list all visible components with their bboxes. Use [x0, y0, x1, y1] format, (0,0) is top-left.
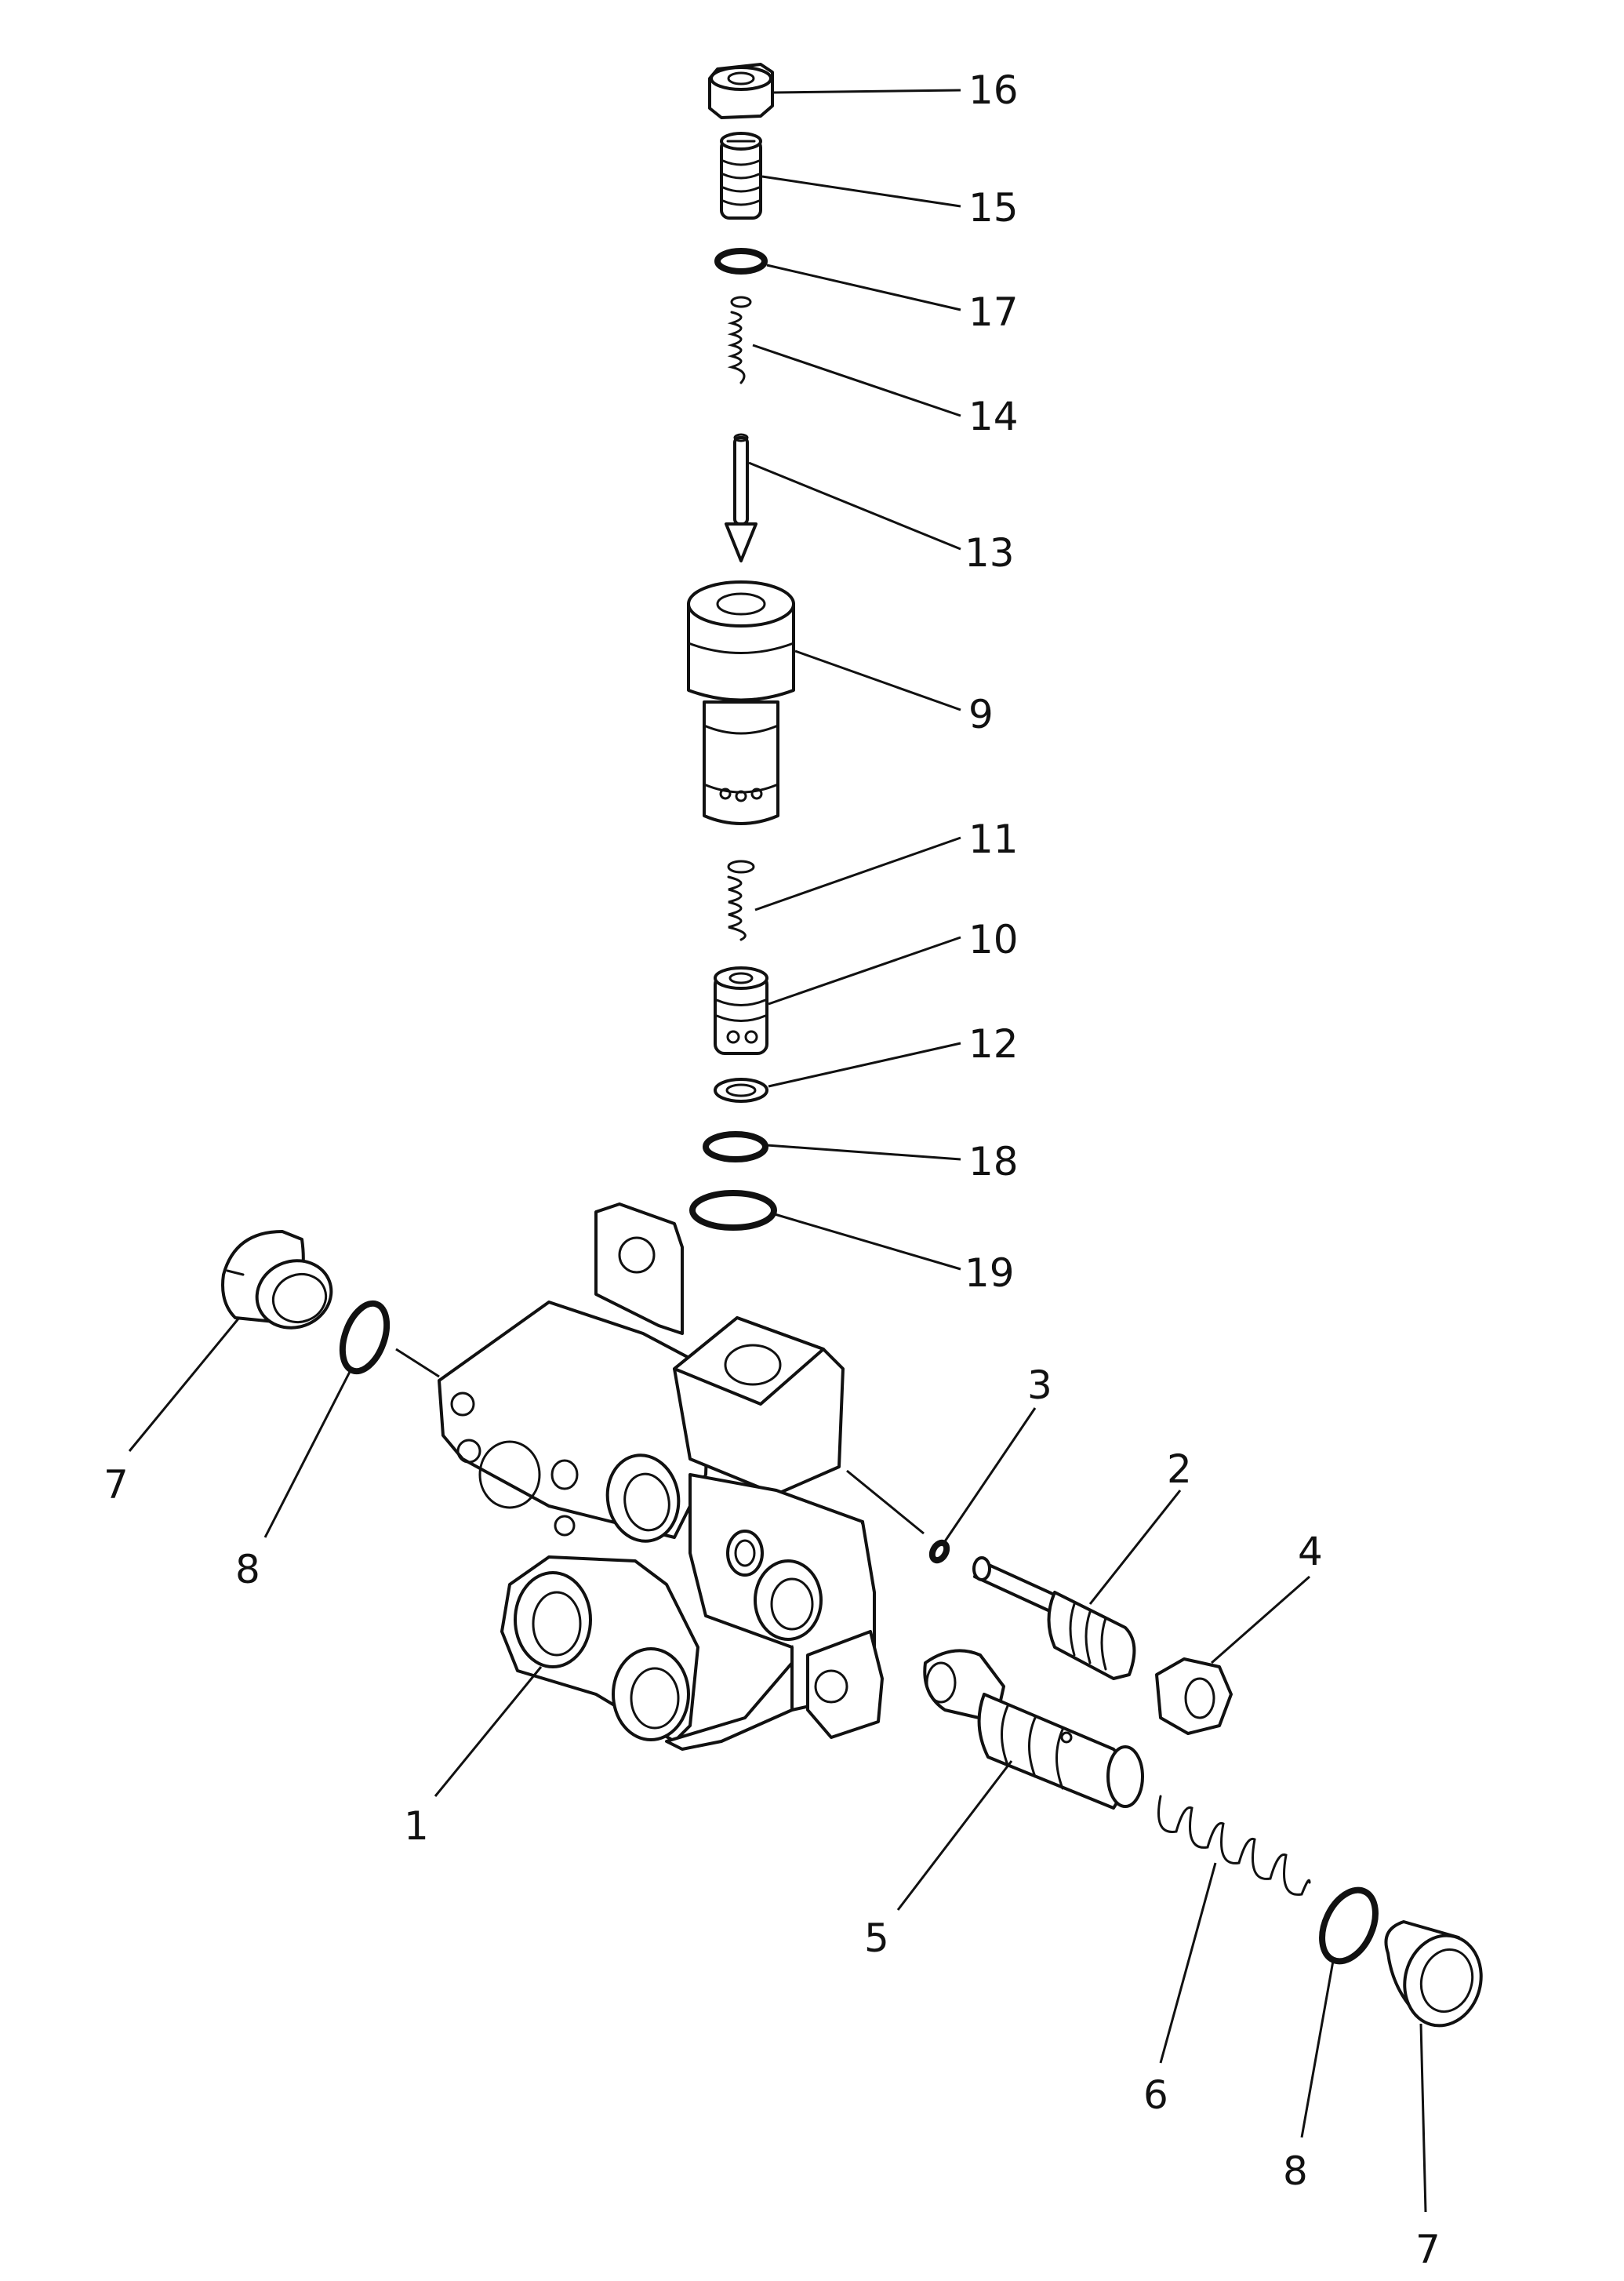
leader-7b [1419, 2023, 1427, 2213]
part-9-valve-sleeve [687, 580, 795, 825]
callout-2: 2 [1167, 1446, 1192, 1492]
leader-body-left [395, 1348, 440, 1378]
callout-6: 6 [1143, 2072, 1168, 2118]
leader-10 [768, 936, 961, 1006]
callout-16: 16 [968, 67, 1019, 113]
part-19-o-ring [689, 1190, 777, 1231]
part-8-o-ring-right [1319, 1886, 1379, 1965]
callout-17: 17 [968, 289, 1019, 335]
part-3-o-ring [928, 1539, 950, 1564]
leader-12 [768, 1042, 961, 1088]
leader-lines [128, 89, 1427, 2213]
part-2-pin [972, 1556, 1136, 1680]
callout-10: 10 [968, 917, 1019, 962]
part-12-washer [714, 1078, 768, 1103]
part-1-valve-body [438, 1202, 884, 1751]
leader-9 [794, 649, 961, 711]
part-7-plug-left [221, 1230, 333, 1330]
part-15-adjusting-screw [720, 132, 762, 220]
callout-18: 18 [968, 1139, 1019, 1184]
part-18-o-ring [703, 1131, 768, 1162]
part-11-spring [727, 860, 755, 941]
callout-7-right: 7 [1415, 2227, 1441, 2272]
callout-3: 3 [1027, 1362, 1052, 1408]
leader-19 [774, 1213, 961, 1271]
part-14-spring [727, 296, 752, 384]
part-16-nut [708, 63, 774, 119]
leader-7a [128, 1317, 241, 1452]
leader-body-right [846, 1469, 925, 1535]
leader-1 [434, 1666, 543, 1797]
callout-19: 19 [965, 1250, 1015, 1296]
part-6-spring [1157, 1795, 1311, 1896]
part-7-plug-right [1384, 1920, 1483, 2028]
leader-5 [896, 1760, 1013, 1911]
callout-labels: 16 15 17 14 13 9 11 10 12 18 19 3 2 4 7 … [104, 67, 1441, 2272]
callout-14: 14 [968, 394, 1019, 439]
callout-8-left: 8 [235, 1547, 260, 1592]
leader-13 [748, 461, 961, 551]
callout-5: 5 [864, 1915, 889, 1961]
leader-15 [761, 175, 961, 208]
callout-15: 15 [968, 185, 1019, 231]
part-4-nut [1155, 1657, 1233, 1735]
callout-7-left: 7 [104, 1462, 129, 1508]
part-8-o-ring-left [339, 1300, 391, 1375]
leader-18 [766, 1144, 961, 1161]
leader-2 [1088, 1490, 1182, 1605]
leader-8a [263, 1368, 353, 1538]
callout-4: 4 [1298, 1529, 1323, 1574]
part-17-o-ring [714, 248, 768, 275]
callout-12: 12 [968, 1021, 1019, 1067]
leader-6 [1159, 1862, 1217, 2064]
callout-1: 1 [404, 1803, 429, 1849]
callout-8-right: 8 [1283, 2148, 1308, 2194]
callout-13: 13 [965, 530, 1015, 576]
part-10-poppet [714, 966, 768, 1055]
callout-11: 11 [968, 817, 1019, 862]
leader-17 [766, 264, 961, 311]
callout-9: 9 [968, 692, 994, 737]
leader-11 [754, 836, 961, 911]
part-13-needle [725, 433, 758, 562]
leader-4 [1211, 1575, 1310, 1664]
leader-8b [1300, 1960, 1335, 2138]
leader-3 [943, 1407, 1037, 1542]
part-5-spool [923, 1649, 1144, 1810]
leader-14 [752, 344, 961, 417]
leader-16 [772, 89, 961, 94]
